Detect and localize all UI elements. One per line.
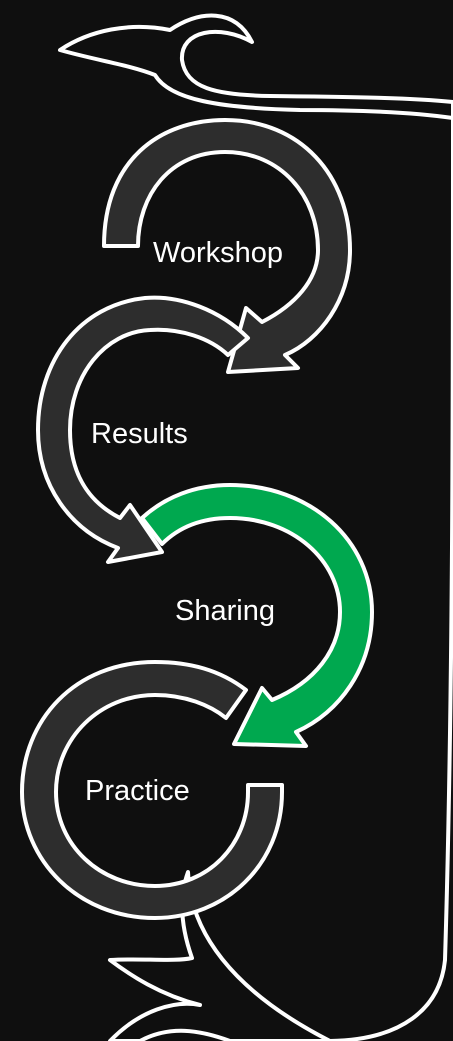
top-swirl-decoration <box>58 13 453 120</box>
bottom-tail-decoration <box>108 870 332 1041</box>
practice-label: Practice <box>85 775 190 807</box>
practice-arrow <box>20 660 284 920</box>
workshop-label: Workshop <box>153 237 284 269</box>
results-label: Results <box>91 418 188 450</box>
results-arrow <box>36 295 250 564</box>
sharing-label: Sharing <box>175 595 275 627</box>
workshop-arrow <box>102 118 352 374</box>
sharing-arrow <box>140 483 374 748</box>
